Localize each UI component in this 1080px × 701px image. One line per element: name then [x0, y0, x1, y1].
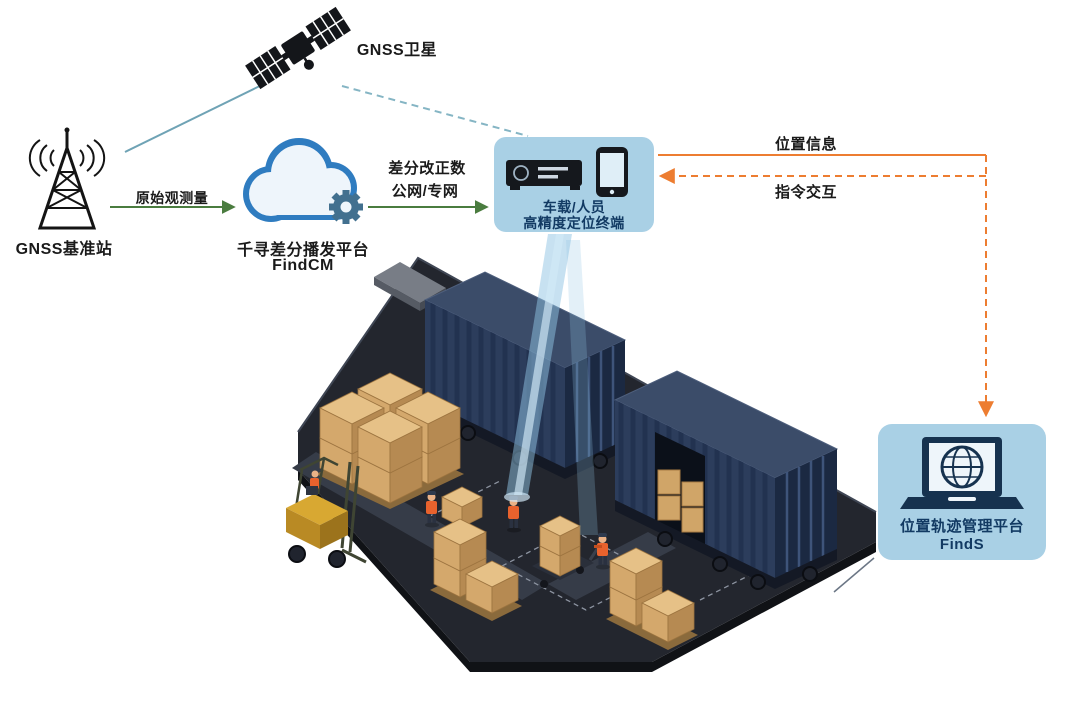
antenna-tower-icon — [28, 127, 106, 230]
pallet-boxes — [606, 547, 698, 650]
pallet-boxes — [430, 518, 522, 621]
line-platform-to-scene — [833, 557, 875, 593]
base-station-label: GNSS基准站 — [15, 241, 113, 258]
line-satellite-to-terminal — [341, 85, 529, 137]
platform-side — [298, 470, 876, 672]
raw-observation-label: 原始观测量 — [135, 190, 209, 206]
pallet-boxes — [539, 515, 581, 577]
receiver-device-icon — [506, 160, 582, 190]
command-label: 指令交互 — [774, 184, 838, 201]
platform-node — [878, 424, 1046, 560]
laptop-globe-icon — [900, 437, 1024, 509]
position-beam — [504, 234, 598, 535]
warehouse-scene-illustration — [286, 234, 877, 672]
terminal-label-2: 高精度定位终端 — [523, 215, 625, 231]
gear-icon — [329, 190, 363, 224]
pallet-boxes — [316, 372, 464, 509]
terminal-label-1: 车载/人员 — [542, 199, 606, 215]
cloud-gear-icon — [243, 138, 363, 224]
line-satellite-to-base — [124, 79, 273, 153]
platform-name-label: 位置轨迹管理平台 — [899, 518, 1025, 535]
forklift — [286, 456, 367, 568]
position-info-label: 位置信息 — [774, 136, 838, 153]
satellite-label: GNSS卫星 — [356, 42, 438, 59]
cloud-name-label: 千寻差分播发平台 — [236, 242, 370, 259]
satellite-icon — [245, 6, 351, 90]
cloud-product-label: FindCM — [272, 257, 334, 274]
worker — [594, 533, 610, 570]
correction-label-1: 差分改正数 — [388, 160, 466, 177]
terminal-node — [494, 137, 654, 232]
smartphone-icon — [596, 147, 628, 197]
platform-product-label: FindS — [939, 536, 985, 553]
cargo-boxes — [657, 469, 704, 533]
correction-label-2: 公网/专网 — [391, 183, 459, 200]
worker — [425, 491, 439, 528]
